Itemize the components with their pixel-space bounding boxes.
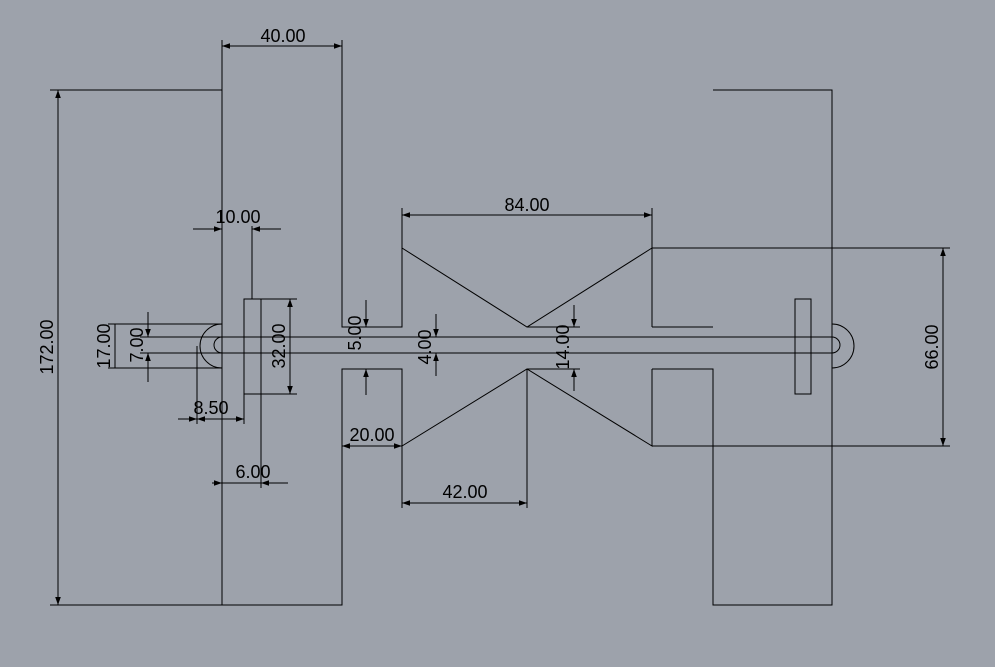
dimension-total-height: 172.00 (37, 89, 222, 606)
right-block-outline (652, 89, 833, 606)
left-slot (243, 298, 262, 395)
dimension-web-600: 6.00 (212, 368, 288, 488)
dim-label-84: 84.00 (504, 195, 549, 215)
dim-label-7: 7.00 (127, 327, 147, 362)
dimension-slot-length: 32.00 (261, 298, 297, 395)
dim-label-32: 32.00 (269, 323, 289, 368)
dimension-pad-2000: 20.00 (341, 369, 402, 452)
left-flange (199, 323, 223, 369)
dimension-neck-gap: 5.00 (345, 300, 369, 395)
center-channel (222, 336, 832, 354)
right-flange (831, 323, 855, 369)
dim-label-850: 8.50 (193, 398, 228, 418)
dim-label-172: 172.00 (37, 319, 57, 374)
dimension-throat-gap: 14.00 (527, 305, 580, 391)
dim-label-4: 4.00 (415, 329, 435, 364)
dimension-slot-width: 10.00 (193, 207, 281, 299)
dimension-flange-7: 7.00 (127, 312, 222, 382)
left-block-outline (221, 90, 365, 606)
right-slot (794, 298, 812, 395)
dim-label-17: 17.00 (94, 323, 114, 368)
dimension-flange-17: 17.00 (94, 323, 222, 369)
dim-label-2000: 20.00 (349, 425, 394, 445)
dimension-channel-width: 4.00 (415, 314, 439, 376)
dim-label-5: 5.00 (345, 315, 365, 350)
part-geometry (199, 89, 855, 606)
dim-label-14: 14.00 (553, 324, 573, 369)
dim-label-42: 42.00 (442, 482, 487, 502)
center-taper-outline (365, 247, 653, 447)
dimension-right-height: 66.00 (652, 247, 950, 447)
dim-label-40: 40.00 (260, 26, 305, 46)
dimension-top-width: 40.00 (221, 26, 343, 90)
dimension-half-length: 42.00 (401, 369, 528, 508)
dim-label-10: 10.00 (215, 207, 260, 227)
dimension-offset-850: 8.50 (178, 346, 245, 424)
dimension-taper-length: 84.00 (401, 195, 653, 248)
dim-label-66: 66.00 (922, 324, 942, 369)
dim-label-600: 6.00 (235, 462, 270, 482)
